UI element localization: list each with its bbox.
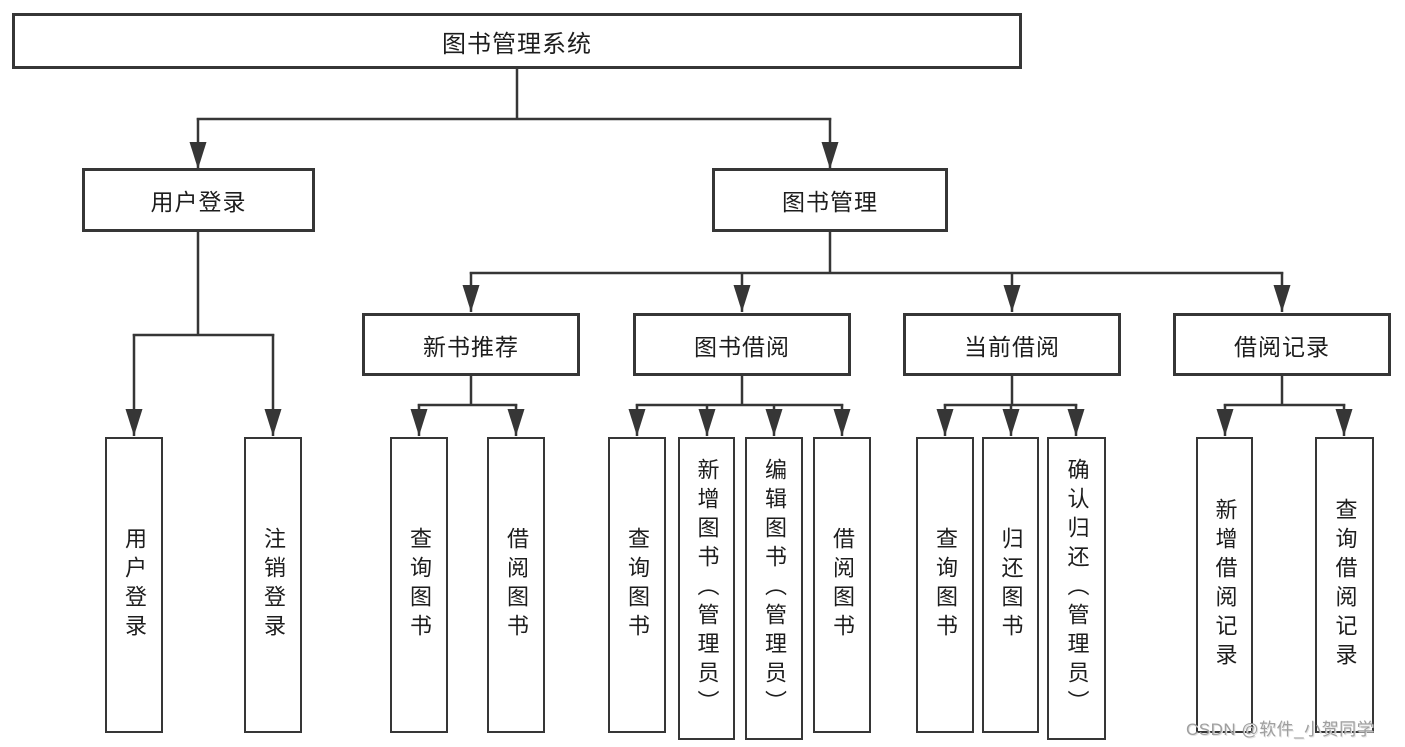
leaf-label: 查询图书 <box>933 527 958 643</box>
node-label: 图书管理系统 <box>442 30 592 58</box>
leaf-query-books-borrowing: 查询图书 <box>608 437 666 733</box>
node-library-management-system: 图书管理系统 <box>12 13 1022 69</box>
node-user-login: 用户登录 <box>82 168 315 232</box>
leaf-add-borrow-record: 新增借阅记录 <box>1196 437 1253 733</box>
node-label: 借阅记录 <box>1234 333 1330 360</box>
node-label: 图书管理 <box>782 189 878 215</box>
node-borrowing-records: 借阅记录 <box>1173 313 1391 376</box>
leaf-label: 查询图书 <box>407 527 432 643</box>
leaf-query-books-recommend: 查询图书 <box>390 437 448 733</box>
leaf-edit-books-admin: 编辑图书（管理员） <box>745 437 803 740</box>
node-current-borrowing: 当前借阅 <box>903 313 1121 376</box>
leaf-add-books-admin: 新增图书（管理员） <box>678 437 735 740</box>
leaf-label: 注销登录 <box>261 527 286 643</box>
node-label: 用户登录 <box>150 189 247 215</box>
leaf-borrow-books-borrowing: 借阅图书 <box>813 437 871 733</box>
leaf-user-login: 用户登录 <box>105 437 163 733</box>
node-book-borrowing: 图书借阅 <box>633 313 851 376</box>
node-label: 当前借阅 <box>964 333 1060 360</box>
leaf-label: 查询借阅记录 <box>1332 498 1358 672</box>
leaf-confirm-return-admin: 确认归还（管理员） <box>1047 437 1106 740</box>
leaf-label: 编辑图书（管理员） <box>762 458 787 719</box>
leaf-label: 借阅图书 <box>504 527 529 643</box>
leaf-label: 查询图书 <box>625 527 650 643</box>
leaf-query-books-current: 查询图书 <box>916 437 974 733</box>
leaf-label: 借阅图书 <box>830 527 855 643</box>
leaf-label: 用户登录 <box>122 527 147 643</box>
node-new-book-recommendation: 新书推荐 <box>362 313 580 376</box>
leaf-label: 新增图书（管理员） <box>694 458 720 719</box>
leaf-label: 归还图书 <box>998 527 1024 643</box>
node-label: 新书推荐 <box>423 333 519 360</box>
leaf-query-borrow-record: 查询借阅记录 <box>1315 437 1374 733</box>
leaf-label: 确认归还（管理员） <box>1064 458 1090 719</box>
leaf-label: 新增借阅记录 <box>1212 498 1238 672</box>
watermark: CSDN @软件_小贺同学 <box>1186 720 1375 739</box>
leaf-borrow-books-recommend: 借阅图书 <box>487 437 545 733</box>
leaf-logout: 注销登录 <box>244 437 302 733</box>
node-label: 图书借阅 <box>694 333 790 360</box>
node-book-management: 图书管理 <box>712 168 948 232</box>
leaf-return-books: 归还图书 <box>982 437 1039 733</box>
